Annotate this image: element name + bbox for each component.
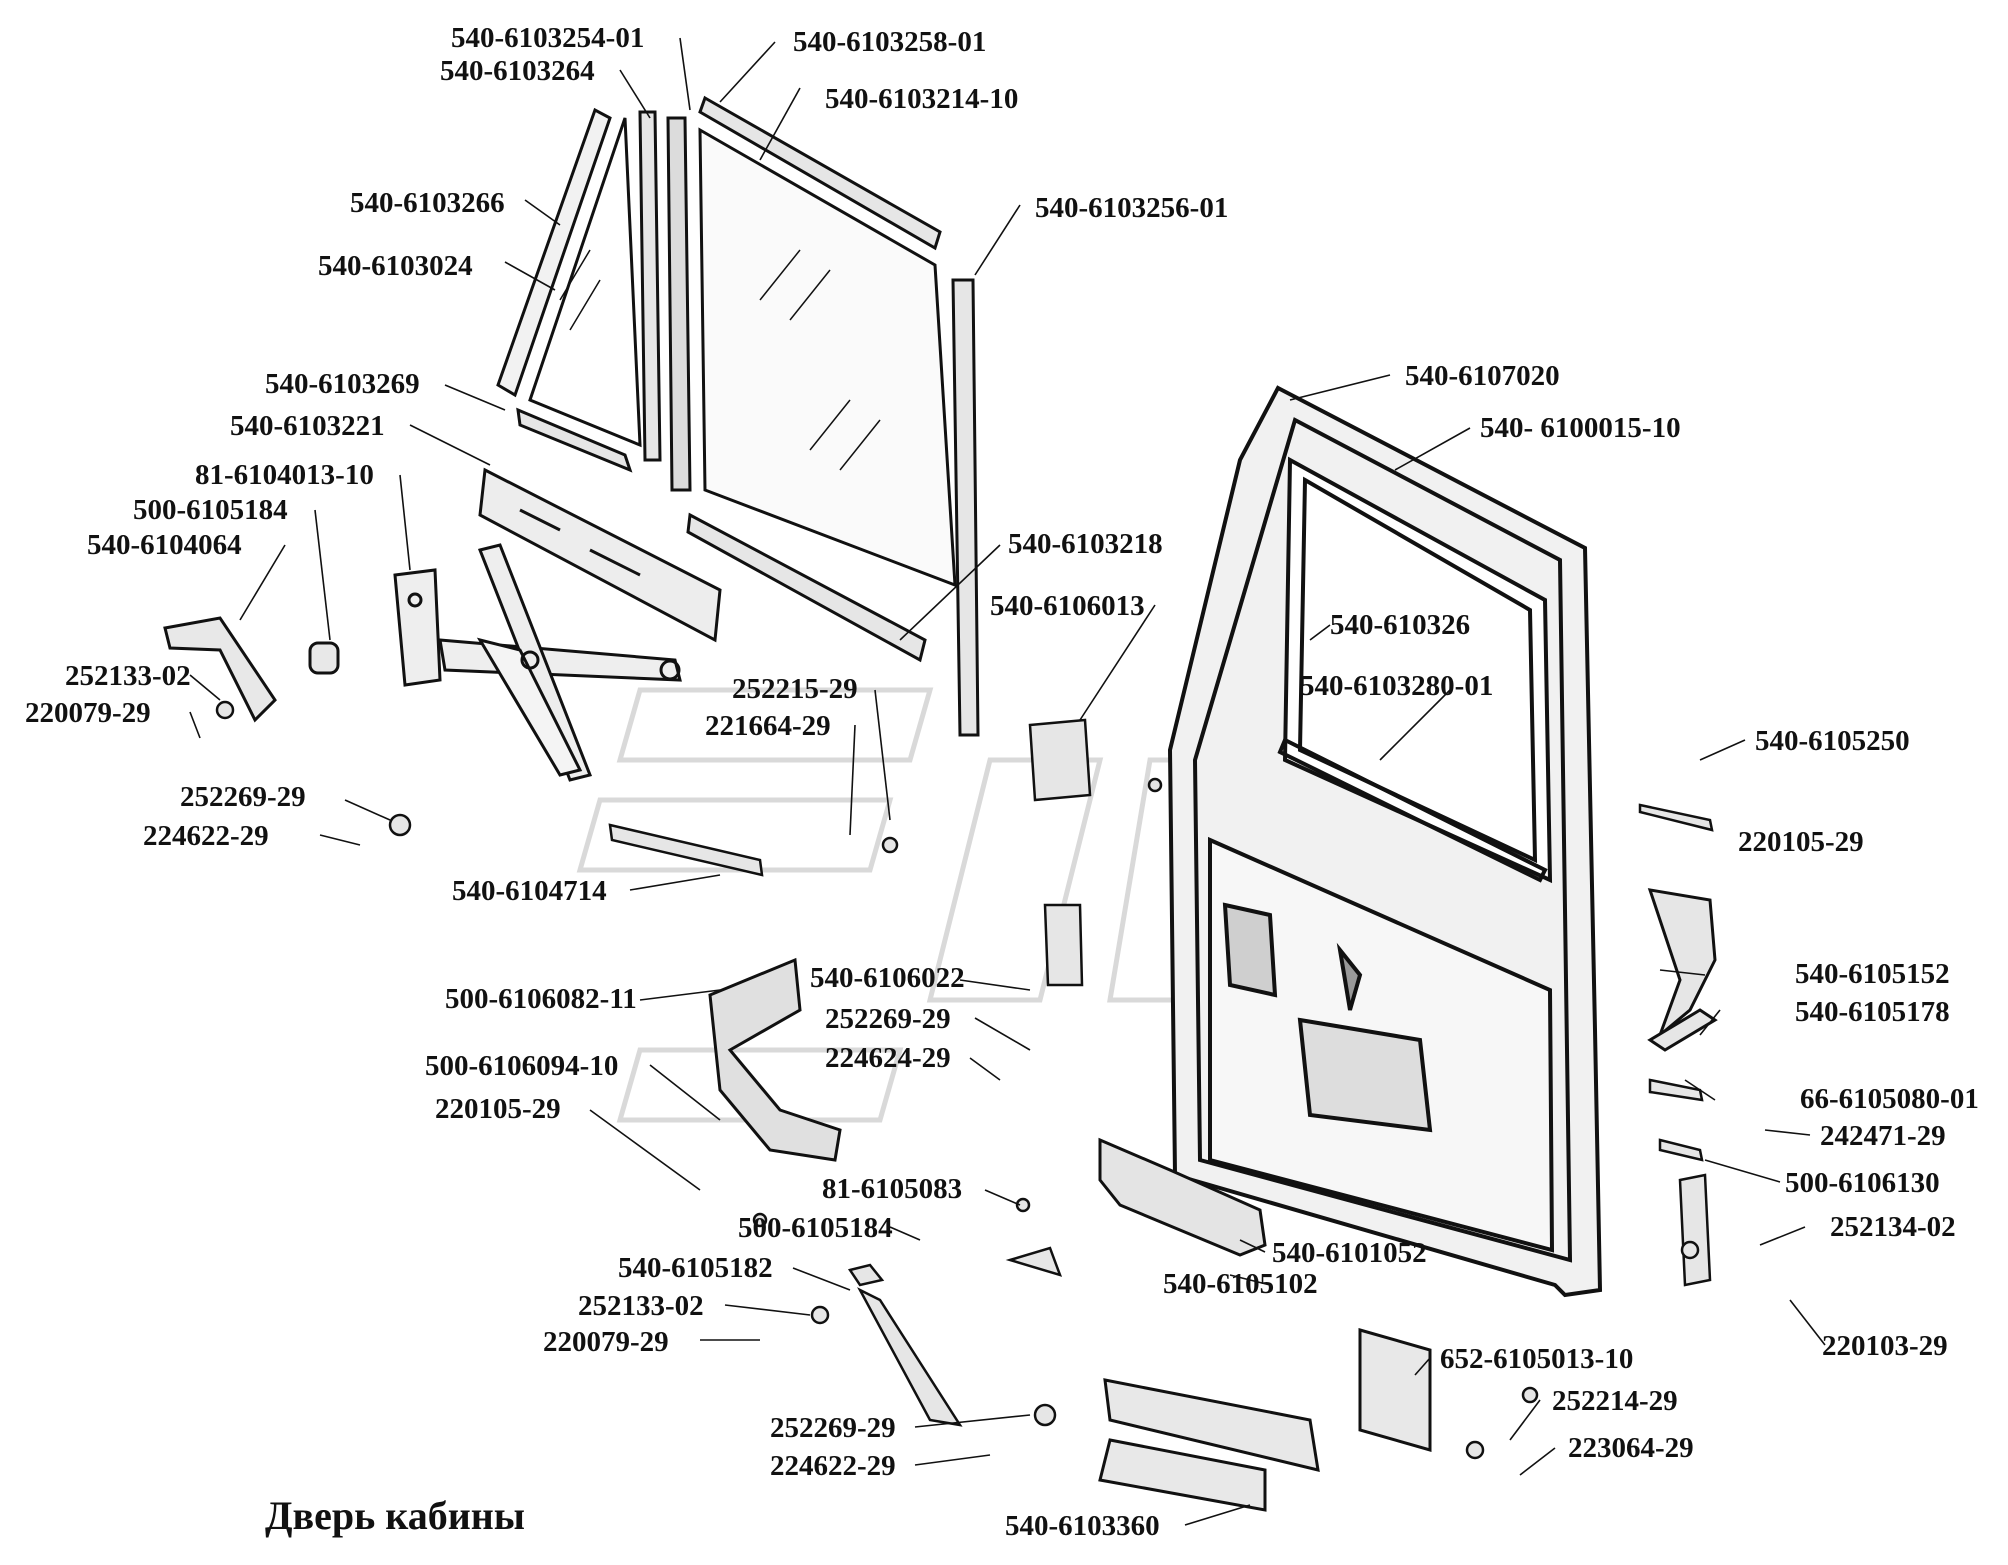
window-regulator	[393, 543, 682, 782]
part-label: 220105-29	[1738, 826, 1864, 858]
part-label: 500-6105184	[738, 1212, 893, 1244]
part-label: 252215-29	[732, 673, 858, 705]
part-label: 224622-29	[143, 820, 269, 852]
leader-lines	[189, 37, 1826, 1526]
part-label: 540-6105178	[1795, 996, 1950, 1028]
part-label: 540-6103024	[318, 250, 473, 282]
part-label: 500-6105184	[133, 494, 288, 526]
part-label: 540-6104064	[87, 529, 242, 561]
part-label: 540-6103214-10	[825, 83, 1019, 115]
part-label: 652-6105013-10	[1440, 1343, 1634, 1375]
part-label: 540-6105182	[618, 1252, 773, 1284]
part-label: 221664-29	[705, 710, 831, 742]
part-label: 540-6107020	[1405, 360, 1560, 392]
part-label: 540-6101052	[1272, 1237, 1427, 1269]
part-label: 81-6105083	[822, 1173, 963, 1205]
window-crank-handle	[163, 616, 340, 723]
part-label: 500-6106094-10	[425, 1050, 619, 1082]
part-label: 224622-29	[770, 1450, 896, 1482]
part-label: 540-6104714	[452, 875, 607, 907]
part-label: 252269-29	[180, 781, 306, 813]
part-label: 252269-29	[825, 1003, 951, 1035]
inner-handle	[708, 957, 842, 1162]
part-label: 540-6103256-01	[1035, 192, 1229, 224]
part-label: 540-6105152	[1795, 958, 1950, 990]
door-lock	[1098, 1328, 1432, 1512]
part-label: 540-6103360	[1005, 1510, 1160, 1542]
vent-window-assembly	[496, 107, 692, 492]
part-label: 540-6103280-01	[1300, 670, 1494, 702]
part-label: 81-6104013-10	[195, 459, 374, 491]
outer-handle	[1647, 888, 1718, 1052]
door-glass-panel	[686, 95, 980, 737]
part-label: 224624-29	[825, 1042, 951, 1074]
part-label: 540-6106013	[990, 590, 1145, 622]
part-label: 242471-29	[1820, 1120, 1946, 1152]
part-label: 252269-29	[770, 1412, 896, 1444]
part-label: 223064-29	[1568, 1432, 1694, 1464]
part-label: 540-6103258-01	[793, 26, 987, 58]
part-label: 252133-02	[65, 660, 191, 692]
part-label: 540- 6100015-10	[1480, 412, 1681, 444]
part-label: 540-6103269	[265, 368, 420, 400]
part-label: 540-6103264	[440, 55, 595, 87]
armrest-tray	[1098, 1137, 1267, 1257]
part-label: 220079-29	[25, 697, 151, 729]
diagram-title: Дверь кабины	[265, 1493, 526, 1538]
part-label: 500-6106082-11	[445, 983, 637, 1015]
part-label: 540-6103221	[230, 410, 385, 442]
part-label: 540-610326	[1330, 609, 1471, 641]
part-label: 252134-02	[1830, 1211, 1956, 1243]
glass-channel	[478, 467, 722, 643]
part-label: 540-6105102	[1163, 1268, 1318, 1300]
part-label: 500-6106130	[1785, 1167, 1940, 1199]
part-label: 252214-29	[1552, 1385, 1678, 1417]
part-label: 540-6103266	[350, 187, 505, 219]
part-label: 252133-02	[578, 1290, 704, 1322]
part-label: 220105-29	[435, 1093, 561, 1125]
small-hardware	[215, 700, 1714, 1460]
part-label: 540-6103254-01	[451, 22, 645, 54]
part-label: 66-6105080-01	[1800, 1083, 1979, 1115]
part-label: 540-6105250	[1755, 725, 1910, 757]
part-label: 540-6106022	[810, 962, 965, 994]
part-label: 220079-29	[543, 1326, 669, 1358]
door-frame	[1167, 385, 1603, 1298]
part-label: 540-6103218	[1008, 528, 1163, 560]
part-label: 220103-29	[1822, 1330, 1948, 1362]
